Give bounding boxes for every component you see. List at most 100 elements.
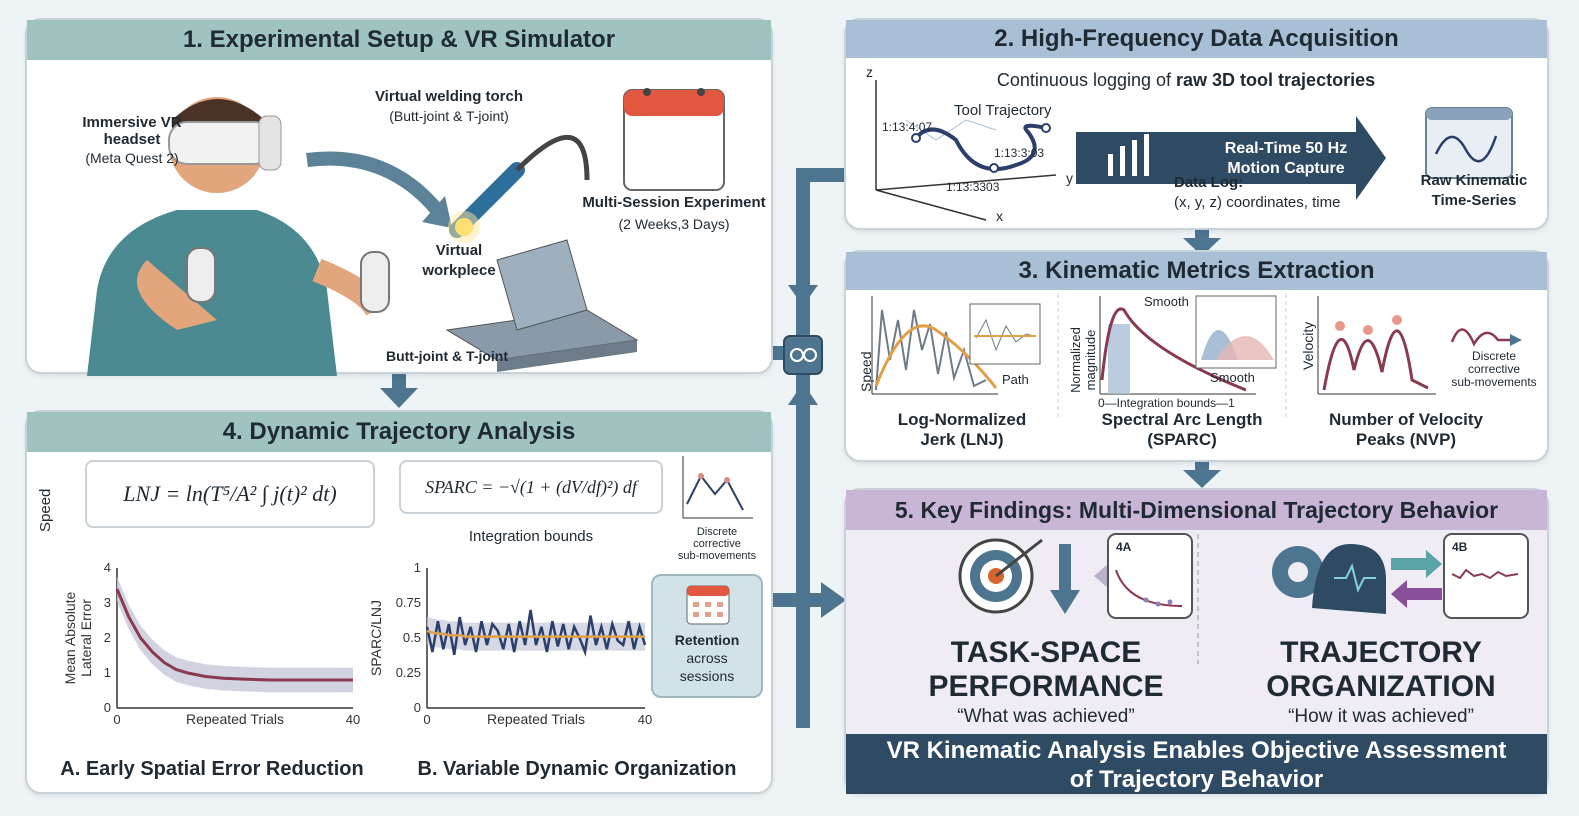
- task-space-line-1: TASK-SPACE: [950, 636, 1142, 669]
- capture-label-1: Real-Time 50 Hz: [1224, 140, 1348, 157]
- calendar-icon: [686, 585, 730, 625]
- y-axis-label: Mean Absolute: [62, 591, 78, 684]
- retention-box: Retention across sessions: [651, 574, 763, 698]
- time-stamp-2: 1:13:3:03: [994, 146, 1045, 160]
- y-tick-label: 0.5: [403, 630, 421, 645]
- sparc-smooth-2: Smooth: [1210, 370, 1255, 385]
- x-tick-label: 0: [423, 712, 430, 727]
- error-curve: [115, 588, 353, 682]
- arrow-3-to-5: [1183, 470, 1221, 488]
- joint-label: Butt-joint & T-joint: [385, 348, 509, 364]
- organization-line-1: TRAJECTORY: [1280, 636, 1482, 669]
- y-axis-label: SPARC/LNJ: [368, 600, 384, 676]
- time-stamp-3: 1:13:3303: [946, 180, 1000, 194]
- y-tick-label: 1: [414, 560, 421, 575]
- datalog-desc: (x, y, z) coordinates, time: [1174, 194, 1341, 211]
- panel-data-acquisition: 2. High-Frequency Data Acquisition Conti…: [844, 18, 1549, 230]
- axis-z: z: [866, 64, 873, 80]
- chart-b-organization: 0 0.25 0.5 0.75 1 0 40 Repeated Trials SPARC/LNJ: [368, 560, 652, 727]
- sparc-bounds-label: 0—Integration bounds—1: [1098, 396, 1235, 410]
- arrow-2-to-3: [1183, 238, 1221, 256]
- lnj-name-1: Log-Normalized: [897, 410, 1027, 429]
- panel-experimental-setup: 1. Experimental Setup & VR Simulator Imm…: [25, 18, 773, 376]
- lnj-name-2: Jerk (LNJ): [920, 430, 1004, 449]
- panel5-title: 5. Key Findings: Multi-Dimensional Traje…: [846, 490, 1547, 530]
- headset-model: (Meta Quest 2): [85, 150, 179, 166]
- panel-metrics-extraction: 3. Kinematic Metrics Extraction Speed Pa…: [844, 250, 1549, 462]
- organization-quote: “How it was achieved”: [1288, 706, 1474, 727]
- vr-setup-illustration: [87, 88, 725, 376]
- x-tick-label: 40: [346, 712, 360, 727]
- discrete-mini-plot: [682, 456, 753, 519]
- x-tick-label: 0: [113, 712, 120, 727]
- lnj-path-label: Path: [1002, 372, 1029, 387]
- acquisition-subtitle: Continuous logging of raw 3D tool trajec…: [996, 70, 1376, 90]
- organization-line-2: ORGANIZATION: [1266, 670, 1496, 703]
- metrics-illustration: [871, 294, 1522, 420]
- chart-b-caption: B. Variable Dynamic Organization: [417, 758, 737, 780]
- datalog-title: Data Log:: [1174, 174, 1244, 191]
- task-space-quote: “What was achieved”: [957, 706, 1135, 727]
- left-controller-icon: [186, 247, 216, 303]
- raw-label-2: Time-Series: [1431, 192, 1517, 209]
- chart-a-caption: A. Early Spatial Error Reduction: [60, 758, 364, 780]
- y-tick-label: 0: [414, 700, 421, 715]
- panel-key-findings: 5. Key Findings: Multi-Dimensional Traje…: [844, 488, 1549, 794]
- series-trend: [426, 629, 645, 638]
- y-tick-label: 0: [104, 700, 111, 715]
- y-tick-label: 2: [104, 630, 111, 645]
- badge-4a: 4A: [1116, 540, 1132, 554]
- x-tick-label: 40: [638, 712, 652, 727]
- confidence-band: [117, 576, 353, 693]
- conclusion-banner: VR Kinematic Analysis Enables Objective …: [846, 734, 1547, 794]
- raw-label-1: Raw Kinematic: [1420, 172, 1528, 189]
- workpiece-label-2: workplece: [422, 262, 496, 279]
- head-icon: [1312, 544, 1386, 614]
- integration-bounds-label: Integration bounds: [468, 528, 594, 545]
- sparc-name-1: Spectral Arc Length: [1101, 410, 1263, 429]
- arrow-up-trunk: [788, 383, 818, 405]
- speed-axis-label: Speed: [37, 488, 54, 532]
- sparc-formula: SPARC = −√(1 + (dV/df)²) df: [399, 460, 663, 514]
- chart-4a-icon: [1107, 533, 1193, 619]
- workpiece-label-1: Virtual: [435, 242, 483, 259]
- y-tick-label: 0.25: [396, 665, 421, 680]
- nvp-axis-label: Velocity: [1300, 321, 1316, 370]
- arrow-1-to-4: [380, 388, 418, 408]
- axis-y: y: [1066, 170, 1073, 186]
- task-space-line-2: PERFORMANCE: [928, 670, 1164, 703]
- y-tick-label: 3: [104, 595, 111, 610]
- panel-dynamic-trajectory: 4. Dynamic Trajectory Analysis Speed LNJ…: [25, 410, 773, 794]
- lnj-axis-label: Speed: [858, 351, 874, 392]
- headset-label: Immersive VR headset: [82, 114, 182, 148]
- session-sublabel: (2 Weeks,3 Days): [618, 216, 730, 232]
- lnj-formula: LNJ = ln(T⁵/A² ∫ j(t)² dt): [85, 460, 375, 528]
- motion-capture-arrow: [1076, 116, 1386, 200]
- y-axis-label: Lateral Error: [78, 599, 94, 677]
- x-axis-label: Repeated Trials: [487, 711, 585, 727]
- arrow-into-panel5: [821, 582, 846, 618]
- badge-4b: 4B: [1452, 540, 1468, 554]
- findings-illustration: [958, 533, 1529, 664]
- y-tick-label: 4: [104, 560, 111, 575]
- y-tick-label: 1: [104, 665, 111, 680]
- panel1-title: 1. Experimental Setup & VR Simulator: [27, 20, 771, 60]
- panel3-title: 3. Kinematic Metrics Extraction: [846, 252, 1547, 290]
- sparc-name-2: (SPARC): [1147, 430, 1217, 449]
- y-tick-label: 0.75: [396, 595, 421, 610]
- torch-sublabel: (Butt-joint & T-joint): [389, 108, 509, 124]
- x-axis-label: Repeated Trials: [186, 711, 284, 727]
- axis-x: x: [996, 208, 1003, 224]
- right-controller-icon: [360, 251, 390, 313]
- capture-label-2: Motion Capture: [1227, 160, 1345, 177]
- session-label: Multi-Session Experiment: [582, 194, 766, 211]
- panel2-title: 2. High-Frequency Data Acquisition: [846, 20, 1547, 58]
- sparc-smooth-1: Smooth: [1144, 294, 1189, 309]
- connector-trunk: [796, 168, 810, 728]
- tool-trajectory-path: [914, 123, 1047, 171]
